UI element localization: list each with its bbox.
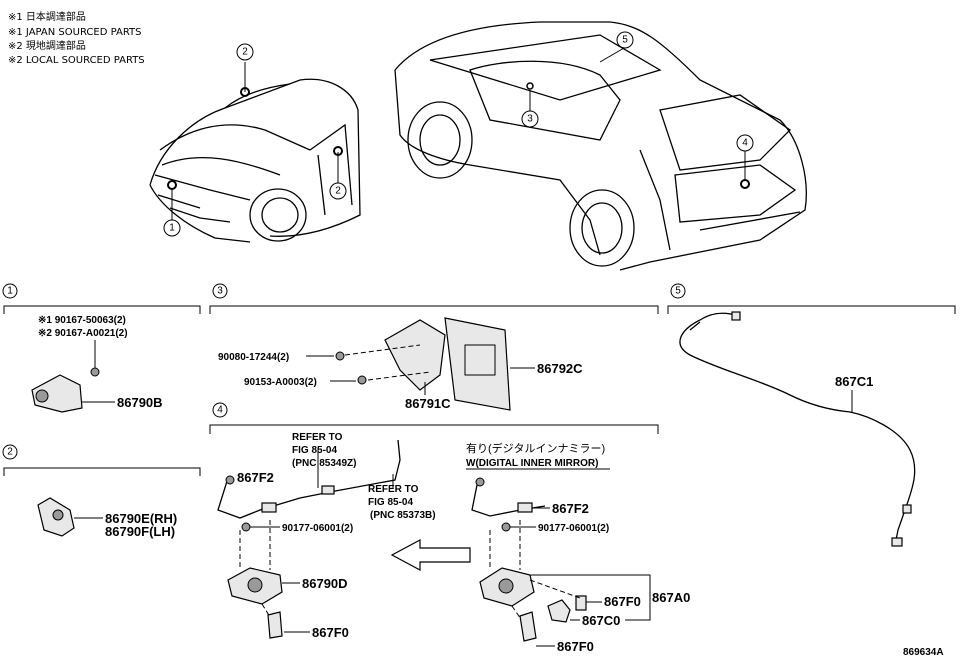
part-867F0-left: 867F0 (312, 625, 349, 640)
part-867C1: 867C1 (835, 374, 873, 389)
part-867A0: 867A0 (652, 590, 690, 605)
part-90177-right: 90177-06001(2) (538, 523, 609, 534)
module-shape (444, 317, 511, 411)
part-86790F-lh: 86790F(LH) (105, 524, 175, 539)
refer-1-line-3: (PNC 85349Z) (292, 458, 356, 469)
section-number: 5 (675, 286, 681, 297)
part-86791C: 86791C (405, 396, 451, 411)
bracket-shape (384, 319, 446, 391)
callout-front-2-side: 2 (329, 182, 347, 200)
variant-label-jp: 有り(デジタルインナミラー) (466, 441, 605, 455)
vehicle-rear-view (394, 21, 807, 271)
section-3: 3 90080-17244(2) 90153-A0003(2) 86791C 8… (209, 283, 659, 411)
part-867F0-shape (575, 595, 587, 611)
callout-front-1: 1 (163, 219, 181, 237)
callout-number: 2 (242, 47, 248, 58)
part-867C0: 867C0 (582, 613, 620, 628)
part-90153-A0003: 90153-A0003(2) (244, 377, 317, 388)
legend-line-3: ※2 現地調達部品 (8, 39, 86, 52)
callout-number: 5 (622, 35, 628, 46)
section-1: 1 ※1 90167-50063(2) ※2 90167-A0021(2) 86… (2, 283, 201, 413)
section-2: 2 86790E(RH) 86790F(LH) (2, 444, 201, 539)
cover-867F0-left-shape (267, 611, 283, 639)
camera-86790B-shape (31, 374, 83, 413)
callout-number: 2 (335, 186, 341, 197)
refer-2-line-3: (PNC 85373B) (370, 510, 436, 521)
callout-number: 3 (527, 114, 533, 125)
figure-code: 869634A (903, 647, 944, 658)
part-86790E-rh: 86790E(RH) (105, 511, 177, 526)
part-867F2-left: 867F2 (237, 470, 274, 485)
variant-label-en: W(DIGITAL INNER MIRROR) (466, 458, 598, 469)
callout-rear-5: 5 (616, 31, 634, 49)
section-5: 5 867C1 (667, 283, 956, 547)
section-4: 4 REFER TO FIG 85-04 (PNC 85349Z) REFER … (209, 402, 690, 654)
legend: ※1 日本調達部品 ※1 JAPAN SOURCED PARTS ※2 現地調達… (8, 10, 145, 66)
section-number: 1 (7, 286, 13, 297)
part-90080-17244: 90080-17244(2) (218, 352, 289, 363)
callout-rear-3: 3 (521, 110, 539, 128)
callout-number: 4 (742, 138, 748, 149)
callout-number: 1 (169, 223, 175, 234)
cover-867F0-right-shape (519, 611, 537, 642)
section-number: 2 (7, 447, 13, 458)
section-number: 4 (217, 405, 223, 416)
part-86790D: 86790D (302, 576, 348, 591)
callout-rear-4: 4 (736, 134, 754, 152)
part-867C0-shape (547, 599, 571, 623)
part-867F0-right-bottom: 867F0 (557, 639, 594, 654)
part-867F0-right: 867F0 (604, 594, 641, 609)
part-number-ref1: ※1 90167-50063(2) (38, 315, 126, 326)
vehicle-front-view (149, 62, 361, 243)
legend-line-2: ※1 JAPAN SOURCED PARTS (8, 27, 142, 38)
legend-line-1: ※1 日本調達部品 (8, 10, 86, 23)
section-number: 3 (217, 286, 223, 297)
refer-1-line-2: FIG 85-04 (292, 445, 337, 456)
refer-2-line-1: REFER TO (368, 484, 419, 495)
part-90177-left: 90177-06001(2) (282, 523, 353, 534)
part-number-ref2: ※2 90167-A0021(2) (38, 328, 128, 339)
legend-line-4: ※2 LOCAL SOURCED PARTS (8, 55, 145, 66)
refer-2-line-2: FIG 85-04 (368, 497, 413, 508)
callout-front-2-top: 2 (236, 43, 254, 61)
part-86792C: 86792C (537, 361, 583, 376)
part-867F2-right: 867F2 (552, 501, 589, 516)
direction-arrow-icon (390, 538, 471, 572)
refer-1-line-1: REFER TO (292, 432, 343, 443)
part-86790B: 86790B (117, 395, 163, 410)
